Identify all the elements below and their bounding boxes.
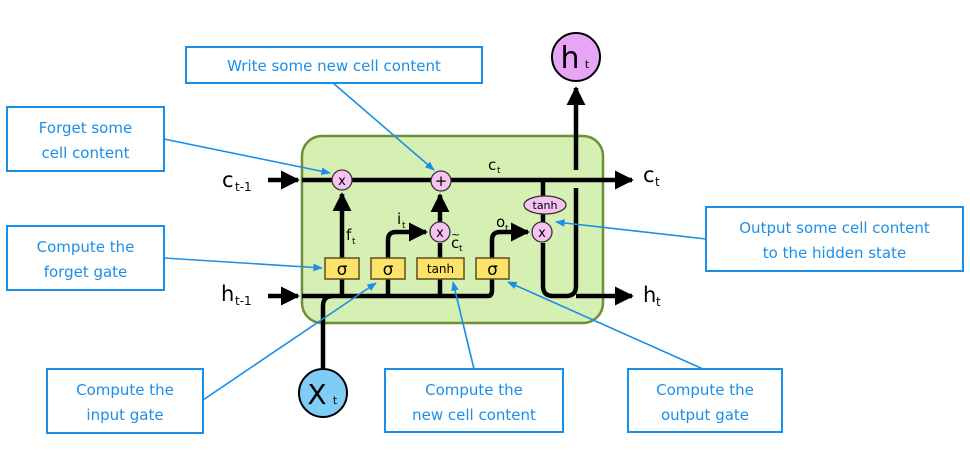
ft-label: f t [346, 226, 356, 247]
gates: σ σ tanh σ [324, 257, 510, 280]
callout-line: cell content [41, 144, 129, 162]
ft-sub: t [352, 237, 356, 247]
ot-base: o [496, 213, 505, 231]
candidate-gate-label: tanh [427, 262, 454, 276]
output-gate-label: σ [487, 260, 498, 280]
c-tilde-base: c [451, 234, 459, 252]
it-label: i t [397, 210, 406, 231]
ft-base: f [346, 226, 352, 244]
callout-input-gate: Compute the input gate [46, 368, 204, 434]
forget-gate: σ [324, 257, 360, 280]
h-prev-label: h t-1 [221, 282, 252, 308]
output-tanh-label: tanh [533, 199, 558, 212]
ot-arrow [489, 222, 530, 258]
callout-line: to the hidden state [763, 244, 906, 262]
ot-sub: t [505, 224, 509, 234]
ht-output-node: h t [551, 32, 601, 82]
forget-gate-label: σ [337, 260, 348, 280]
callout-line: Forget some [39, 119, 132, 137]
c-out-base: c [643, 163, 655, 187]
times-icon: x [338, 174, 346, 189]
h-prev-sub: t-1 [235, 294, 252, 308]
hidden-state-line [268, 86, 634, 368]
callout-connectors [163, 82, 707, 401]
input-gate-connector [202, 282, 377, 401]
callout-line: Compute the [656, 381, 754, 399]
math-labels: c t-1 h t-1 c t h t c t f t i t o t [221, 156, 661, 309]
forget-connector [163, 138, 331, 176]
pointwise-ops: x + x tanh x [331, 169, 567, 243]
xt-node-sub: t [333, 394, 338, 407]
callout-output-gate: Compute the output gate [627, 368, 783, 433]
c-tilde-sub: t [459, 244, 463, 254]
forget-gate-connector [163, 257, 323, 272]
c-prev-label: c t-1 [222, 168, 252, 194]
xt-input-node: X t [298, 368, 348, 418]
ht-node-sub: t [585, 58, 590, 71]
c-out-sub: t [655, 175, 660, 189]
callout-write-content: Write some new cell content [185, 46, 483, 84]
c-mid-label: c t [488, 156, 501, 176]
h-out-sub: t [656, 295, 661, 309]
callouts: Forget some cell content Write some new … [6, 46, 964, 434]
new-content-connector [451, 281, 475, 370]
callout-line: forget gate [44, 263, 128, 281]
plus-icon: + [435, 172, 448, 190]
times-icon: x [538, 226, 546, 241]
callout-line: input gate [86, 406, 163, 424]
times-icon: x [436, 226, 444, 241]
callout-line: Compute the [76, 381, 174, 399]
callout-line: new cell content [412, 406, 536, 424]
h-out-label: h t [643, 283, 661, 309]
forget-mult-op: x [331, 169, 353, 191]
callout-line: Compute the [425, 381, 523, 399]
c-mid-base: c [488, 156, 496, 174]
callout-line: Write some new cell content [227, 57, 441, 75]
x-input-line [320, 293, 334, 368]
h-prev-base: h [221, 282, 234, 306]
input-gate: σ [370, 257, 406, 280]
output-tanh-op: tanh [523, 195, 567, 215]
it-base: i [397, 210, 401, 228]
callout-line: Compute the [37, 238, 135, 256]
h-bus [302, 279, 495, 299]
it-sub: t [402, 221, 406, 231]
it-arrow [385, 222, 428, 258]
ht-loop [540, 188, 579, 299]
callout-new-content: Compute the new cell content [384, 368, 564, 433]
h-out-base: h [643, 283, 656, 307]
callout-output-content: Output some cell content to the hidden s… [705, 206, 964, 272]
add-op: + [430, 170, 452, 192]
write-connector [332, 82, 435, 171]
c-out-label: c t [643, 163, 660, 189]
c-prev-base: c [222, 168, 234, 192]
xt-node-base: X [307, 378, 326, 411]
c-tilde-label: ~ c t [451, 228, 463, 254]
output-mult-op: x [531, 221, 553, 243]
callout-line: Output some cell content [739, 219, 930, 237]
c-tilde-accent: ~ [451, 228, 460, 241]
input-mult-op: x [429, 221, 451, 243]
input-gate-label: σ [383, 260, 394, 280]
candidate-gate: tanh [416, 257, 465, 280]
output-content-connector [555, 219, 707, 240]
ht-node-base: h [560, 41, 579, 76]
c-prev-sub: t-1 [235, 180, 252, 194]
output-gate-connector [507, 281, 704, 370]
callout-forget-gate: Compute the forget gate [6, 225, 165, 291]
callout-forget-content: Forget some cell content [6, 106, 165, 172]
c-mid-sub: t [497, 166, 501, 176]
output-gate: σ [475, 257, 510, 280]
ot-label: o t [496, 213, 509, 234]
callout-line: output gate [661, 406, 749, 424]
